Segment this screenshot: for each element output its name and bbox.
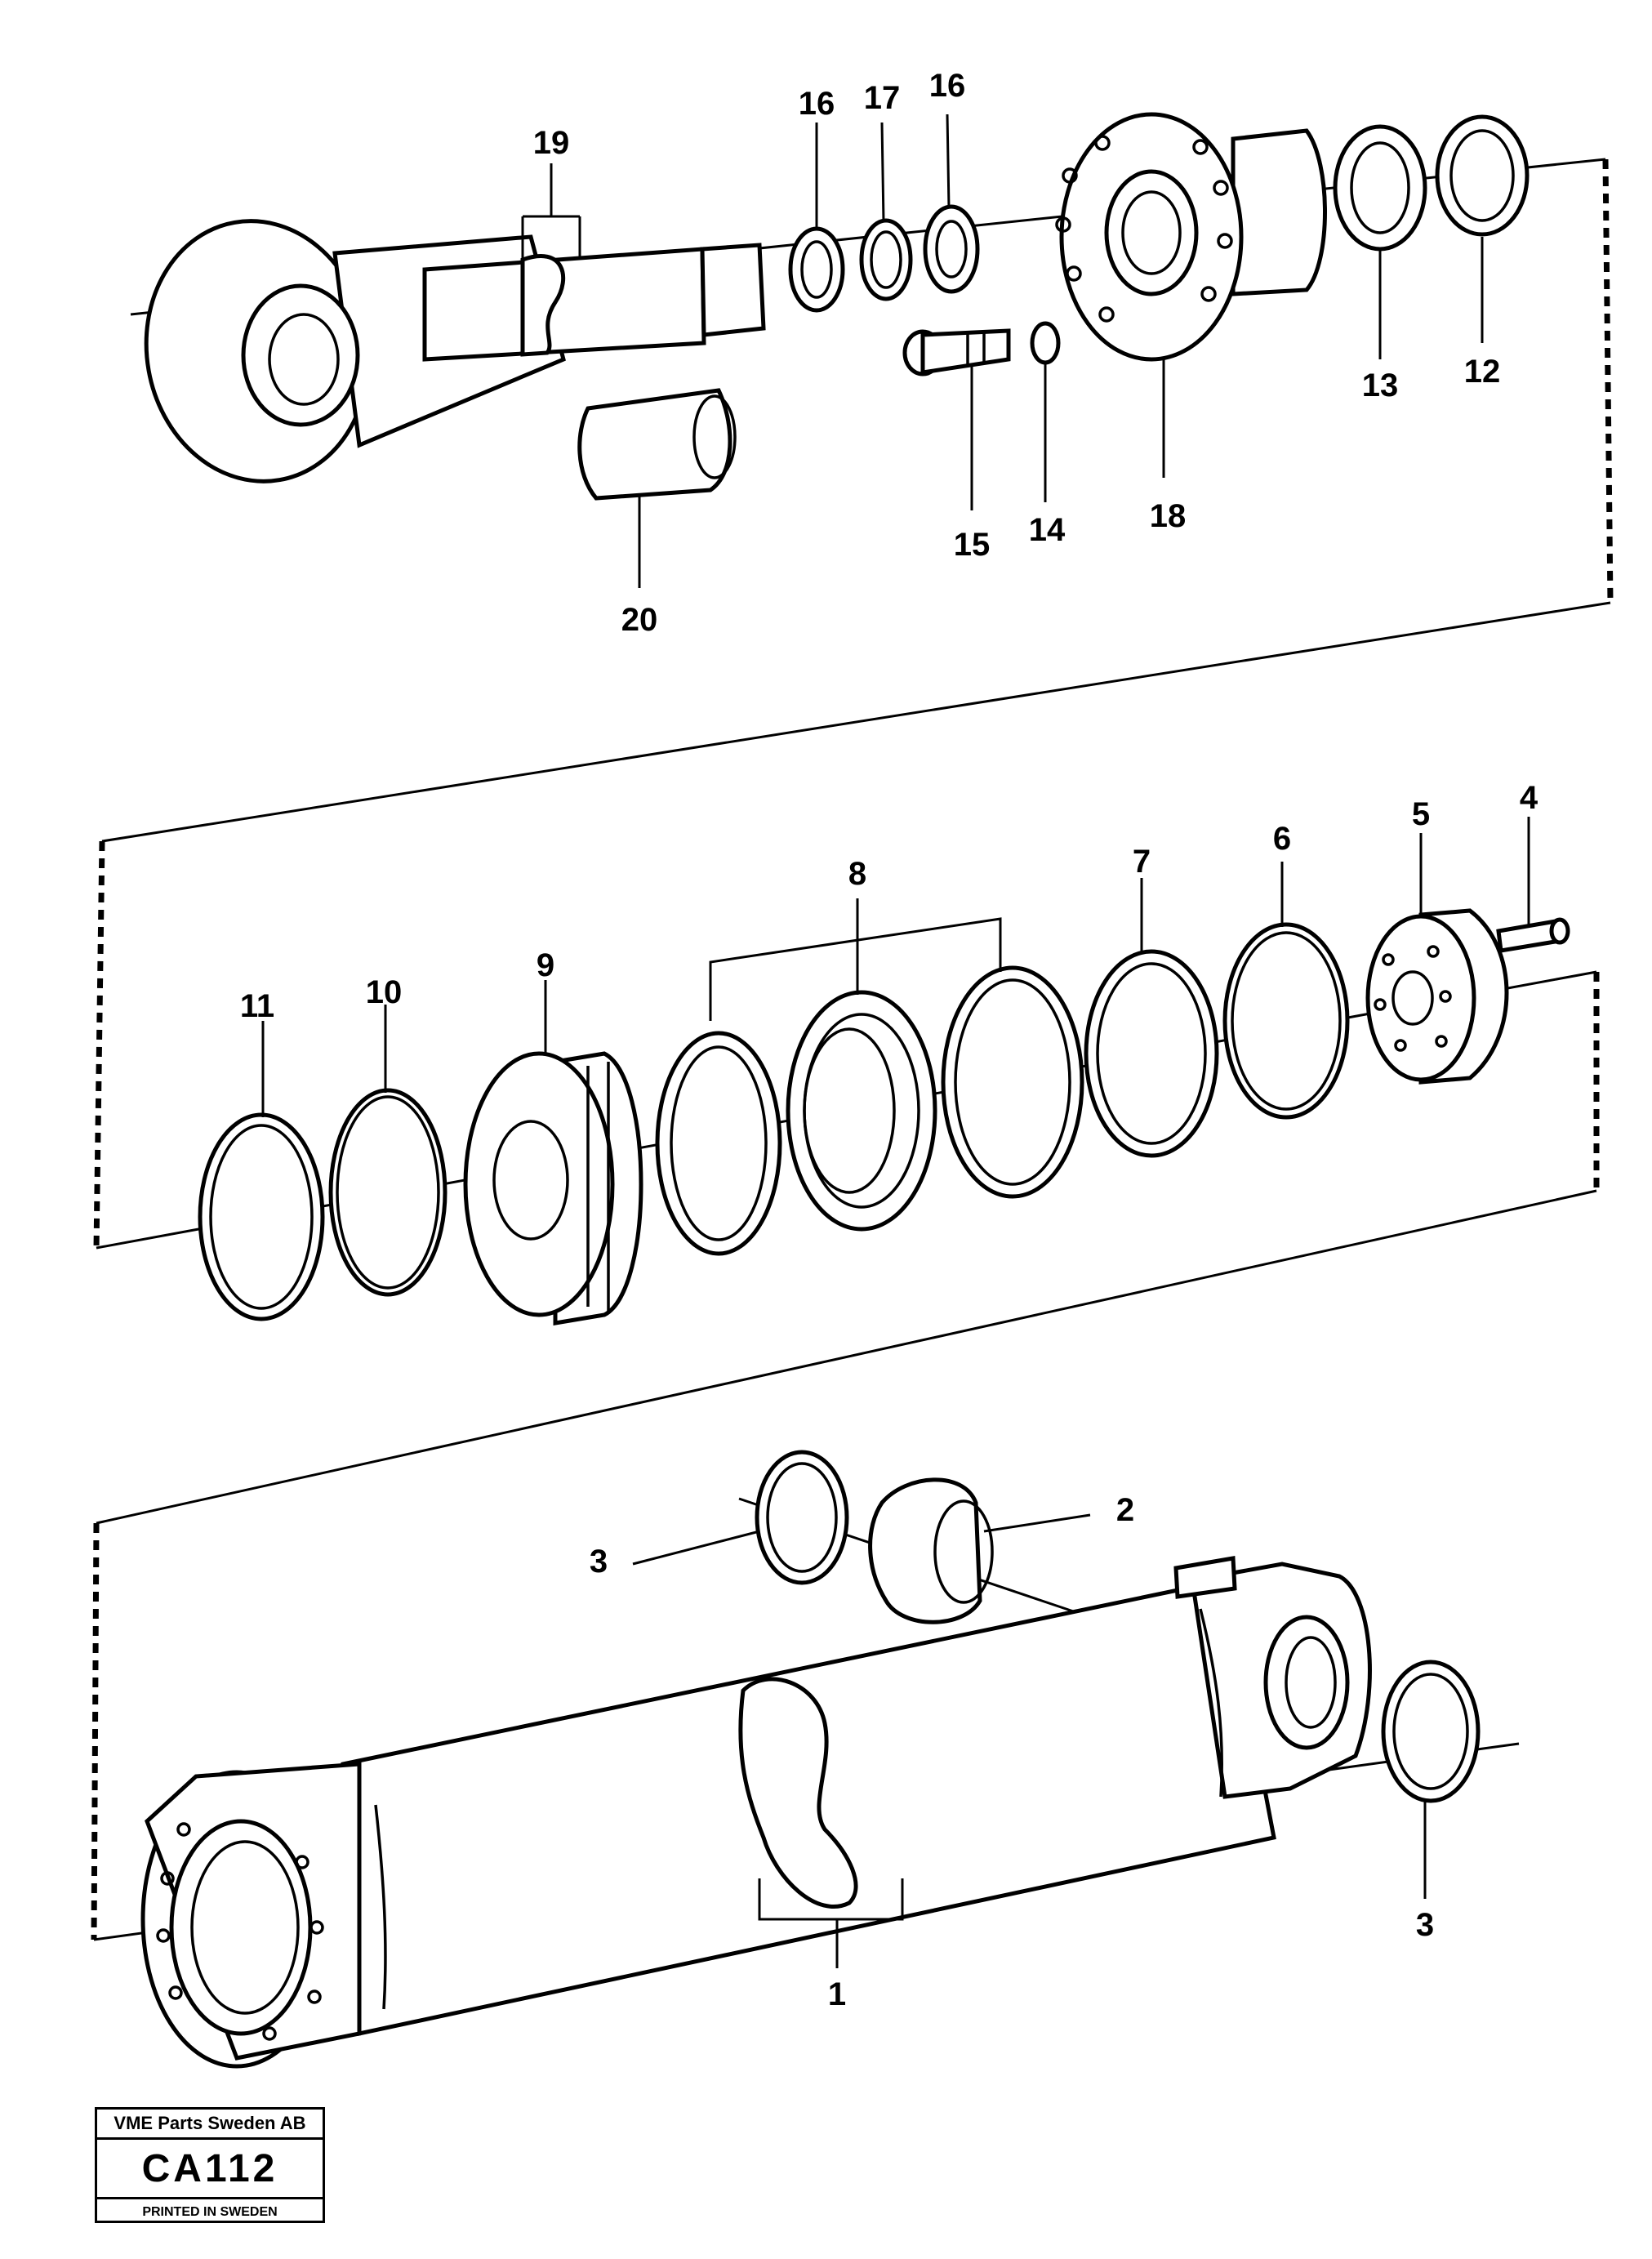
cylinder-tube-1 — [140, 1556, 1372, 2069]
wiper-seal-13 — [1333, 124, 1427, 252]
callout-4: 4 — [1520, 780, 1538, 816]
seal-ring-12 — [1435, 114, 1530, 237]
callout-18: 18 — [1150, 498, 1187, 534]
piston-group: 11 10 9 8 7 6 5 4 — [93, 780, 1600, 1525]
cylinder-tube-group: 3 2 3 1 — [91, 1450, 1520, 2069]
callout-12: 12 — [1464, 354, 1501, 390]
piston-rod-group: 19 16 17 16 13 12 15 14 18 20 — [101, 68, 1614, 843]
piston-rod-shaft — [422, 243, 766, 362]
bushing-2 — [868, 1477, 994, 1624]
snap-ring-3a — [755, 1450, 849, 1585]
o-ring-10 — [328, 1088, 448, 1297]
callout-7: 7 — [1133, 844, 1151, 880]
callout-3a: 3 — [590, 1544, 608, 1580]
callout-14: 14 — [1029, 512, 1066, 548]
snap-ring-3b — [1381, 1660, 1481, 1803]
callout-10: 10 — [366, 974, 403, 1010]
seal-ring-11 — [198, 1112, 325, 1321]
cap-screw-15 — [902, 328, 1011, 376]
stamp-code: CA112 — [97, 2140, 323, 2199]
publisher-stamp: VME Parts Sweden AB CA112 PRINTED IN SWE… — [95, 2107, 325, 2223]
bracket-8 — [709, 917, 1002, 1021]
set-screw-4 — [1496, 917, 1570, 953]
stamp-company: VME Parts Sweden AB — [97, 2110, 323, 2140]
callout-16a: 16 — [799, 86, 835, 122]
stamp-printed: PRINTED IN SWEDEN — [142, 2205, 278, 2219]
frame-connector-line-2 — [96, 1189, 1597, 1525]
guide-ring-8a — [655, 1031, 782, 1256]
callout-17: 17 — [864, 80, 901, 116]
callout-6: 6 — [1273, 821, 1291, 857]
cylinder-head-18 — [1055, 112, 1327, 362]
callout-20: 20 — [621, 602, 658, 638]
guide-ring-7 — [1084, 949, 1219, 1158]
callout-9: 9 — [537, 947, 554, 983]
rod-eye-bushing — [577, 388, 737, 501]
lock-washer-14 — [1030, 321, 1061, 365]
guide-ring-8c — [941, 965, 1084, 1199]
piston-9 — [463, 1051, 643, 1326]
callout-11: 11 — [240, 988, 274, 1024]
callout-1: 1 — [828, 1976, 846, 2012]
seal-ring-16b — [923, 204, 980, 294]
callout-15: 15 — [954, 527, 991, 563]
callout-5: 5 — [1412, 796, 1430, 832]
callout-16b: 16 — [929, 68, 966, 104]
o-ring-6 — [1222, 922, 1350, 1120]
frame-connector-line — [101, 601, 1611, 843]
piston-nut-5 — [1365, 908, 1509, 1085]
seal-ring-17 — [859, 218, 913, 301]
bracket-1 — [758, 1878, 904, 1921]
callout-19: 19 — [533, 125, 570, 161]
callout-2: 2 — [1116, 1492, 1134, 1528]
callout-3b: 3 — [1416, 1907, 1434, 1943]
piston-seal-8b — [786, 990, 937, 1232]
callout-8: 8 — [848, 856, 866, 892]
callout-13: 13 — [1362, 368, 1399, 403]
seal-ring-16a — [788, 226, 845, 313]
